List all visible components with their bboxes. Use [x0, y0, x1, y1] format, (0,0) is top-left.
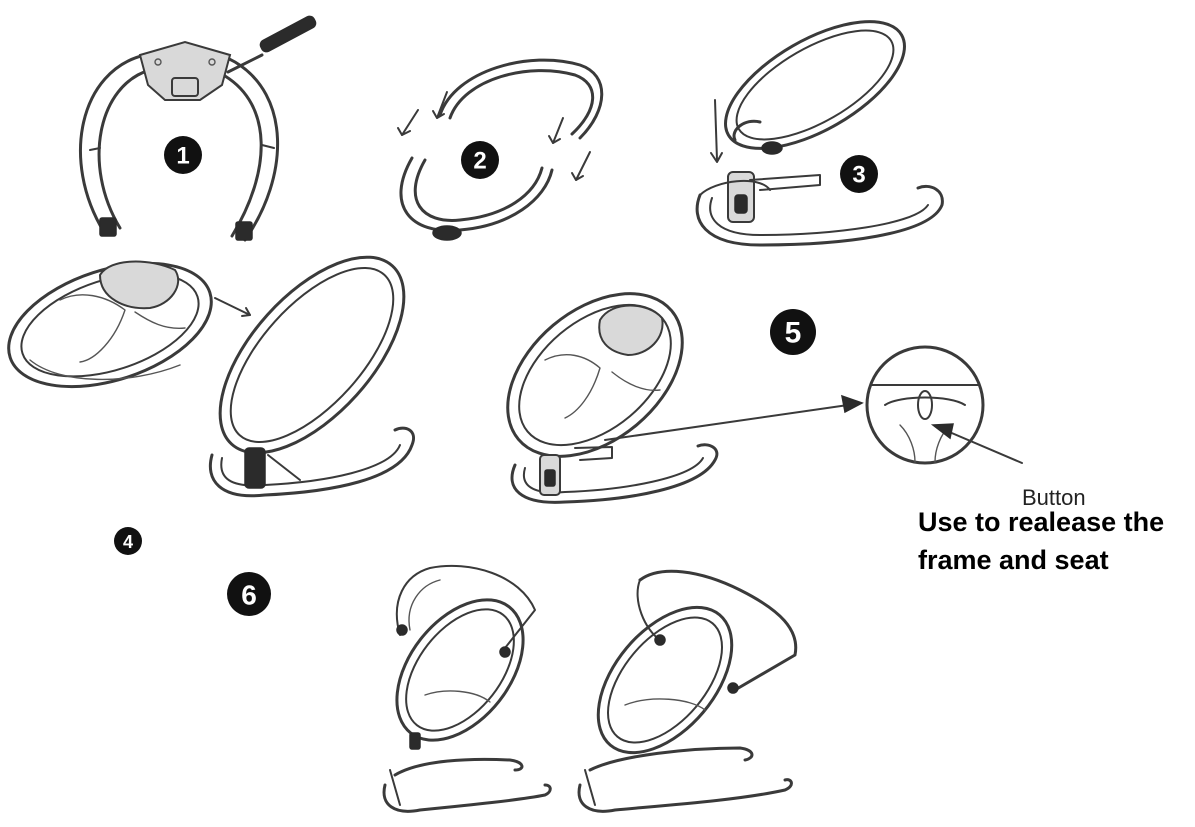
step-3-number: 3 [852, 162, 865, 189]
step-1-badge: 1 [164, 136, 202, 174]
button-label: Button [1022, 485, 1086, 510]
step-3-badge: 3 [840, 155, 878, 193]
step-5-badge: 5 [770, 309, 816, 355]
button-detail-callout [865, 345, 1023, 465]
step-4-badge: 4 [114, 527, 142, 555]
note-line-1: Use to realease the [918, 507, 1165, 537]
step4-seat-illustration [7, 255, 415, 498]
step2-arch-illustration [397, 58, 604, 241]
note-line-2: frame and seat [918, 545, 1109, 575]
step-2-badge: 2 [461, 141, 499, 179]
button-usage-note: Use to realease the frame and seat [918, 503, 1193, 579]
step1-arch-illustration [78, 15, 317, 242]
step-1-number: 1 [176, 143, 189, 170]
step5-assembled-illustration [506, 292, 864, 504]
step-6-badge: 6 [227, 572, 271, 616]
step6-canopy-illustration [382, 564, 798, 813]
step-4-number: 4 [123, 532, 133, 552]
step3-frame-base-illustration [695, 20, 944, 247]
step-2-number: 2 [473, 148, 486, 175]
step-5-number: 5 [785, 317, 802, 350]
step-6-number: 6 [241, 580, 257, 611]
